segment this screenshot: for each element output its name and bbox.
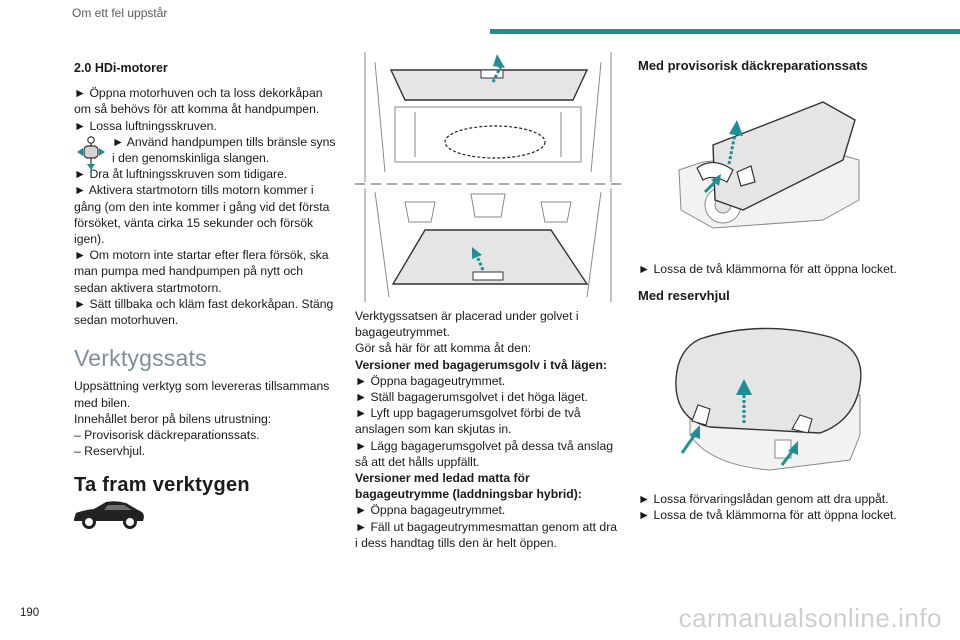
kit-line: – Reservhjul. xyxy=(74,444,146,459)
kit-heading: Verktygssats xyxy=(74,345,207,372)
repair-steps: ► Lossa de två klämmorna för att öppna l… xyxy=(638,261,918,277)
header-accent-bar xyxy=(490,29,960,34)
kit-access-text: Gör så här för att komma åt den: xyxy=(355,341,532,356)
middle-column: Verktygssatsen är placerad under golvet … xyxy=(355,308,623,551)
running-header: Om ett fel uppstår xyxy=(72,6,168,20)
spare-steps: ► Lossa förvaringslådan genom att dra up… xyxy=(638,491,928,523)
engine-step: ► Aktivera startmotorn tills motorn komm… xyxy=(74,183,330,247)
watermark: carmanualsonline.info xyxy=(678,603,942,633)
left-column: 2.0 HDi-motorer ► Öppna motorhuven och t… xyxy=(74,60,336,497)
version2-step: ► Fäll ut bagageutrymmesmattan genom att… xyxy=(355,519,618,550)
engine-step: ► Öppna motorhuven och ta loss dekorkåpa… xyxy=(74,86,323,117)
version2-heading: Versioner med ledad matta för bagageutry… xyxy=(355,471,582,502)
tools-heading: Ta fram verktygen xyxy=(74,474,250,497)
engine-heading: 2.0 HDi-motorer xyxy=(74,61,168,75)
kit-line: – Provisorisk däckreparationssats. xyxy=(74,428,260,443)
spare-wheel-heading: Med reservhjul xyxy=(638,288,730,303)
hand-pump-icon xyxy=(77,136,105,170)
kit-location-text: Verktygssatsen är placerad under golvet … xyxy=(355,309,579,340)
version1-heading: Versioner med bagagerumsgolv i två lägen… xyxy=(355,357,607,372)
engine-step: ► Dra åt luftningsskruven som tidigare. xyxy=(74,167,288,182)
spare-step: ► Lossa förvaringslådan genom att dra up… xyxy=(638,492,889,506)
version1-step: ► Ställ bagagerumsgolvet i det höga läge… xyxy=(355,390,588,405)
engine-step: ► Om motorn inte startar efter flera för… xyxy=(74,248,329,295)
repair-step: ► Lossa de två klämmorna för att öppna l… xyxy=(638,262,897,276)
version1-step: ► Lyft upp bagagerumsgolvet förbi de två… xyxy=(355,406,581,437)
spare-step: ► Lossa de två klämmorna för att öppna l… xyxy=(638,508,897,523)
engine-step: ► Sätt tillbaka och kläm fast dekorkåpan… xyxy=(74,296,334,328)
kit-line: Uppsättning verktyg som levereras tillsa… xyxy=(74,379,330,410)
spare-heading-block: Med reservhjul xyxy=(638,288,908,304)
repair-kit-heading: Med provisorisk däckreparationssats xyxy=(638,58,868,73)
repair-heading-block: Med provisorisk däckreparationssats xyxy=(638,58,908,74)
kit-line: Innehållet beror på bilens utrustning: xyxy=(74,411,272,426)
engine-step: ► Lossa luftningsskruven. xyxy=(74,118,217,133)
engine-step: ► Använd handpumpen tills bränsle syns i… xyxy=(112,134,336,166)
version1-step: ► Öppna bagageutrymmet. xyxy=(355,373,506,388)
page-number: 190 xyxy=(20,607,40,619)
version2-step: ► Öppna bagageutrymmet. xyxy=(355,503,506,518)
car-silhouette-icon xyxy=(74,501,144,529)
trunk-floor-illustration xyxy=(355,52,621,302)
repair-kit-illustration xyxy=(678,101,860,229)
spare-wheel-illustration xyxy=(675,327,862,471)
version1-step: ► Lägg bagagerumsgolvet på dessa två ans… xyxy=(355,438,614,469)
